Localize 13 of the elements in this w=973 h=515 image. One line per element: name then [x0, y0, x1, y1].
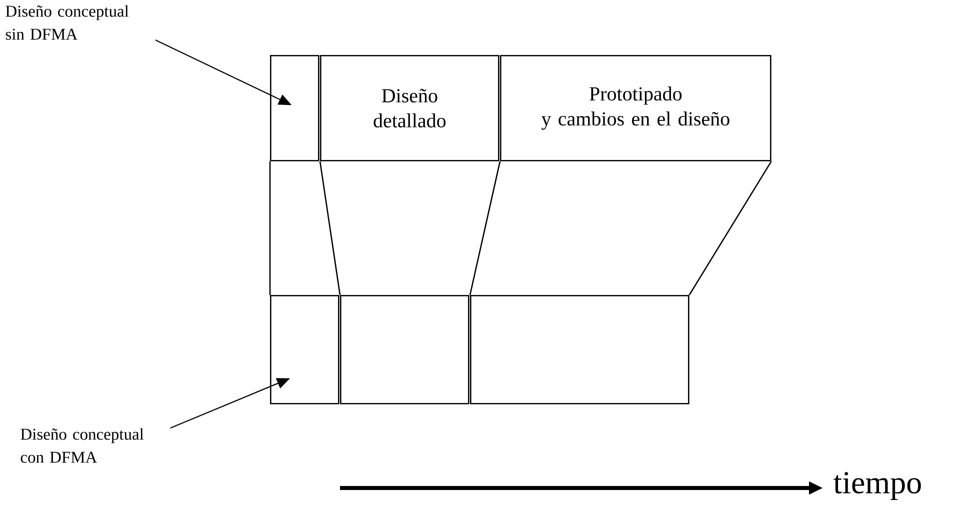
phase-box: Prototipado y cambios en el diseño: [500, 55, 772, 162]
phase-box: [270, 55, 320, 162]
connector-line: [469, 161, 501, 296]
phase-box: [270, 295, 340, 404]
annotation-text: Diseño conceptual con DFMA: [20, 428, 144, 463]
connector-line: [269, 161, 271, 295]
connector-line: [688, 160, 772, 296]
annotation-text: Diseño conceptual sin DFMA: [6, 5, 129, 40]
phase-box: [470, 295, 690, 404]
axis-label: tiempo: [834, 472, 921, 500]
phase-box: [340, 295, 470, 404]
phase-box: Diseño detallado: [320, 55, 500, 162]
connector-line: [319, 161, 341, 296]
